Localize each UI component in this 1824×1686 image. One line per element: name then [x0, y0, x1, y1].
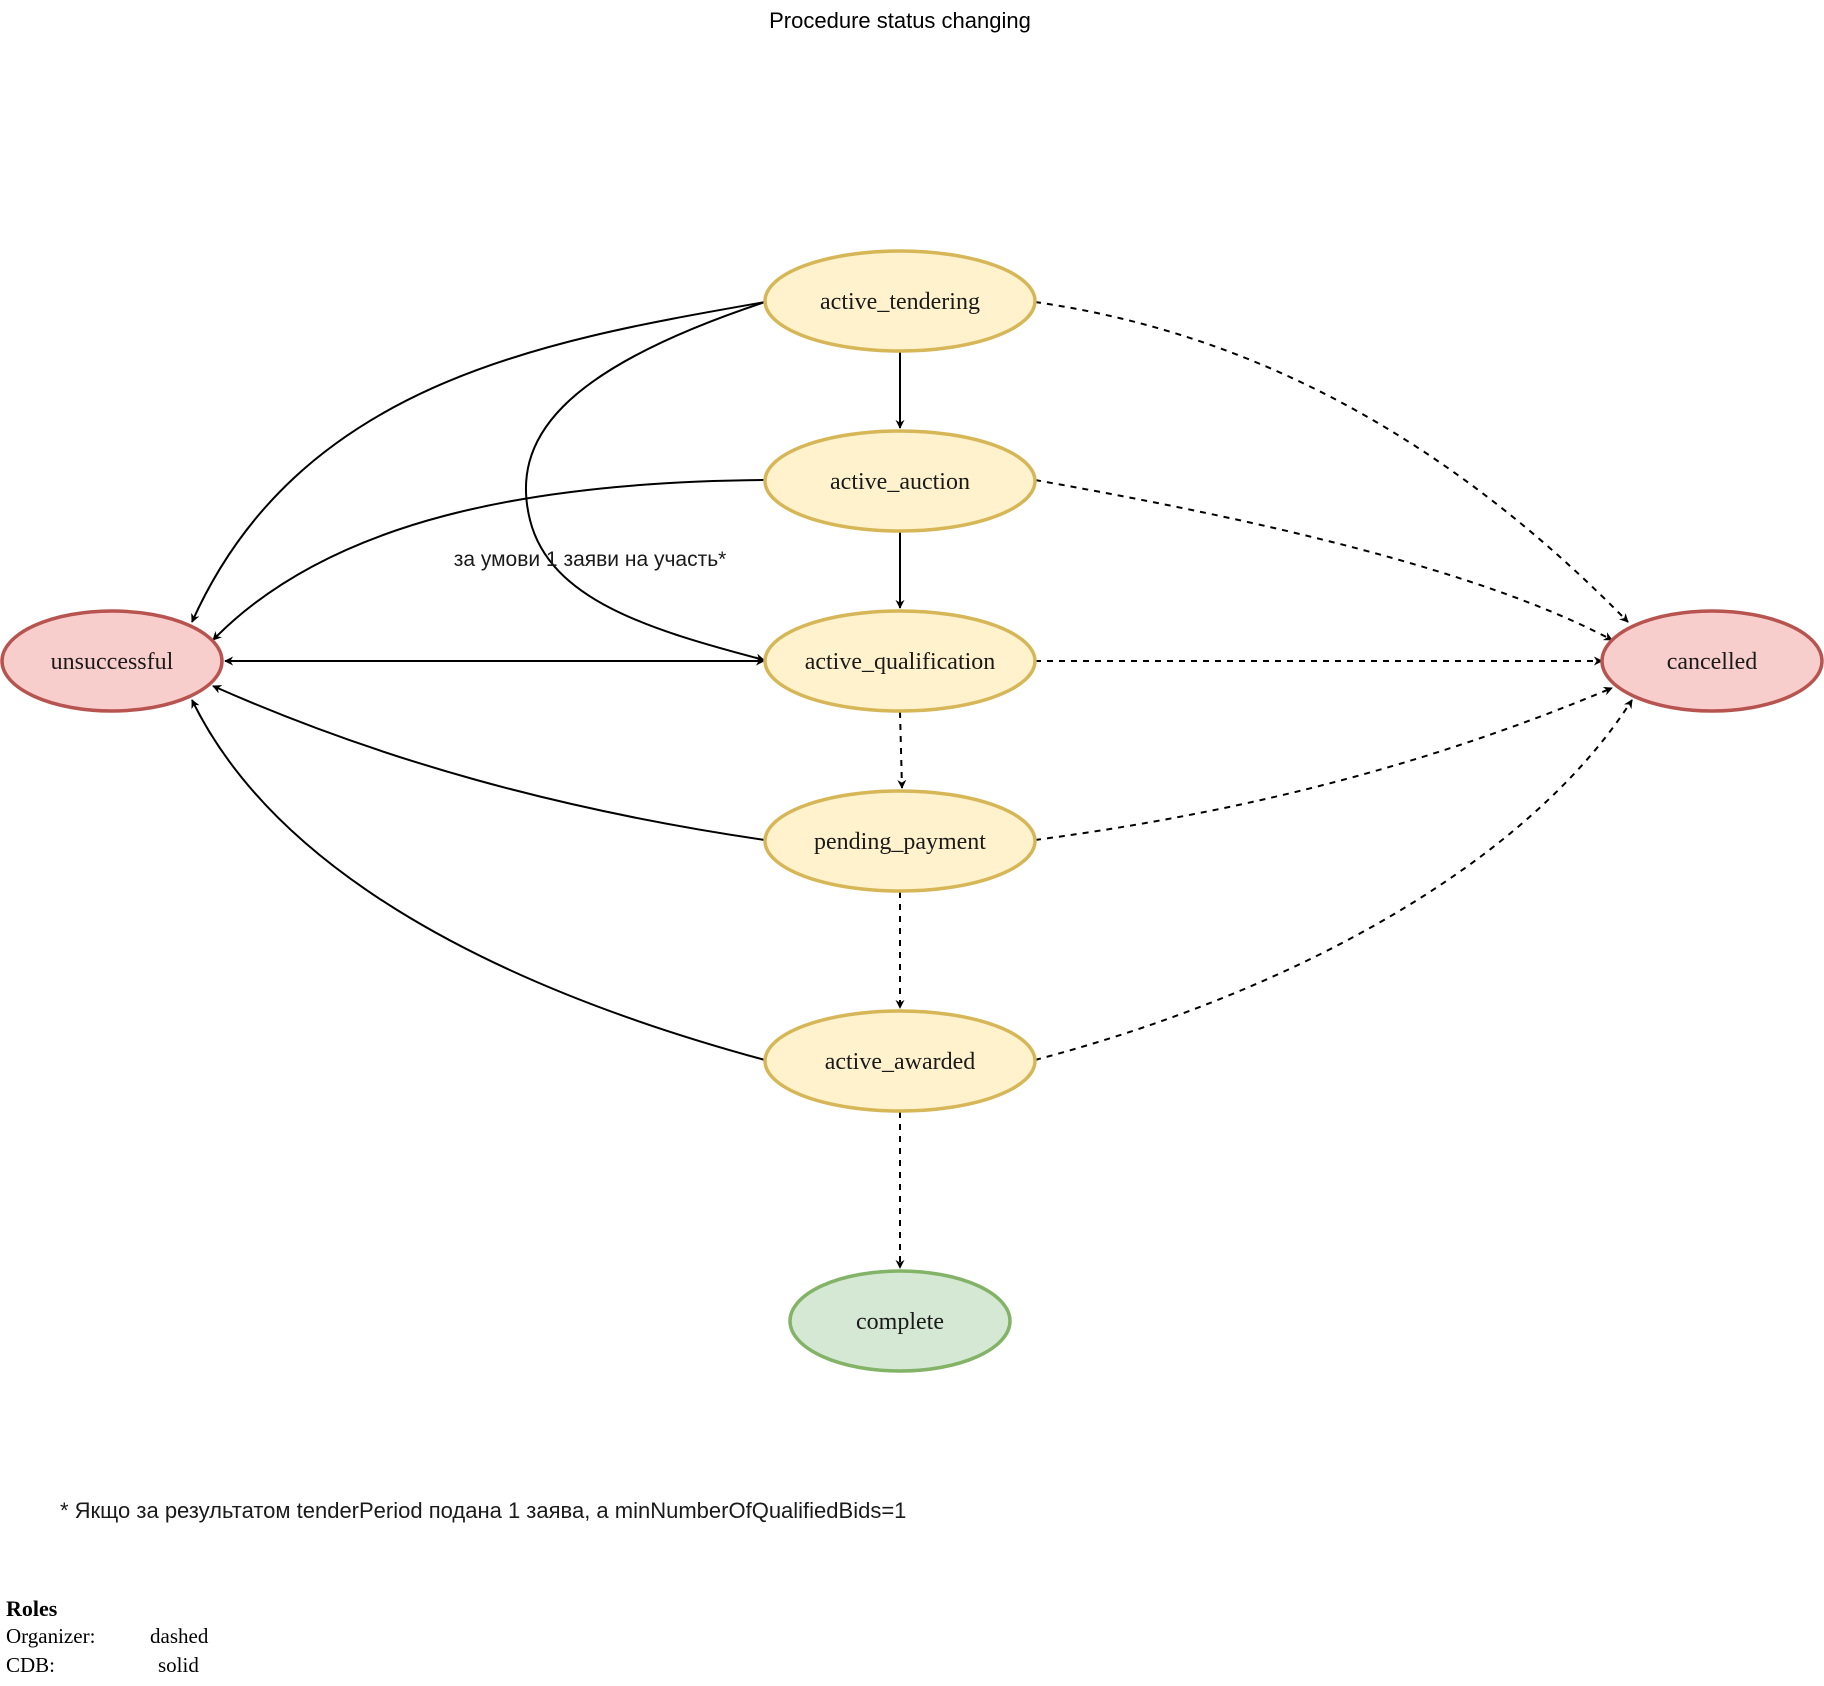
node-active-auction[interactable]: active_auction [763, 429, 1037, 533]
node-active-awarded-label: active_awarded [825, 1049, 976, 1075]
edge-awarded-to-cancelled [1034, 699, 1633, 1061]
edge-payment-to-unsuccessful [212, 685, 766, 841]
node-active-auction-label: active_auction [830, 469, 970, 495]
node-pending-payment-label: pending_payment [814, 829, 986, 855]
edge-auction-to-cancelled [1034, 479, 1613, 641]
roles-legend: Roles Organizer: dashed CDB: solid [6, 1596, 209, 1677]
edge-qualification-to-payment [897, 711, 907, 789]
edge-awarded-to-unsuccessful [191, 699, 766, 1061]
node-cancelled[interactable]: cancelled [1600, 609, 1824, 713]
node-pending-payment[interactable]: pending_payment [763, 789, 1037, 893]
edge-tendering-to-unsuccessful [191, 301, 766, 623]
node-complete[interactable]: complete [788, 1269, 1012, 1373]
roles-organizer-style: dashed [150, 1624, 209, 1648]
node-active-tendering-label: active_tendering [820, 289, 980, 315]
diagram-title: Procedure status changing [769, 8, 1031, 33]
node-complete-label: complete [856, 1309, 944, 1335]
roles-cdb-style: solid [158, 1653, 199, 1677]
node-cancelled-label: cancelled [1667, 649, 1758, 675]
edge-tendering-to-cancelled [1034, 301, 1629, 623]
footnote: * Якщо за результатом tenderPeriod подан… [60, 1498, 906, 1523]
node-active-awarded[interactable]: active_awarded [763, 1009, 1037, 1113]
roles-title: Roles [6, 1596, 58, 1621]
edge-auction-to-unsuccessful [212, 479, 766, 641]
node-active-tendering[interactable]: active_tendering [763, 249, 1037, 353]
roles-cdb-label: CDB: [6, 1653, 55, 1677]
edge-tendering-to-qualification-one-bid [525, 301, 766, 663]
edge-label-one-bid: за умови 1 заяви на участь* [454, 548, 727, 571]
roles-organizer-label: Organizer: [6, 1624, 95, 1648]
node-active-qualification[interactable]: active_qualification [763, 609, 1037, 713]
node-unsuccessful[interactable]: unsuccessful [0, 609, 224, 713]
node-unsuccessful-label: unsuccessful [51, 649, 174, 675]
node-active-qualification-label: active_qualification [805, 649, 996, 675]
edge-payment-to-cancelled [1034, 686, 1613, 841]
